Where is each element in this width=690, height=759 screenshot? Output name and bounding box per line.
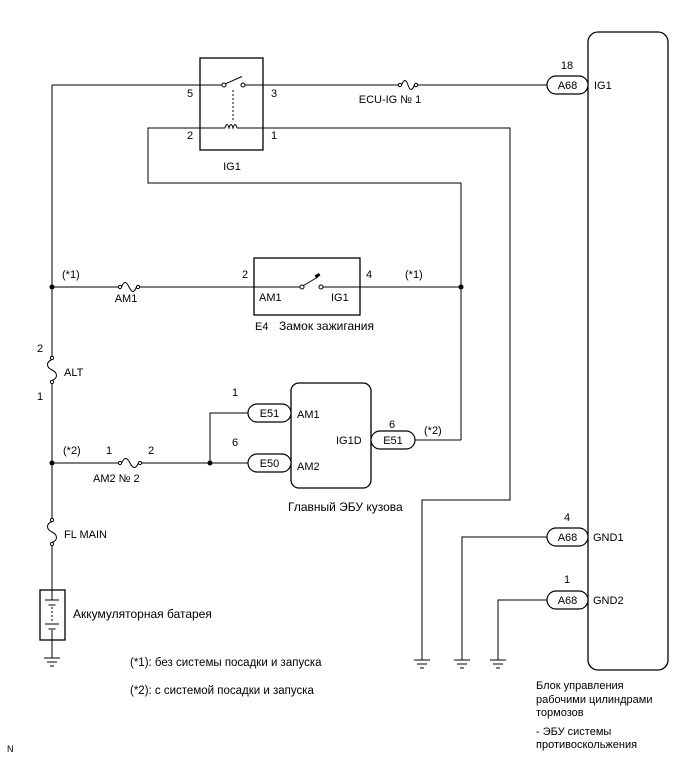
- ground-icon: [414, 659, 430, 669]
- brake-ecu-box: [587, 31, 669, 671]
- connector-e51-ig1d-code: E51: [383, 435, 403, 447]
- relay-ig1: [199, 57, 264, 151]
- connector-e51-ig1d: [370, 430, 416, 450]
- body-ecu-terminal-am2: AM2: [297, 461, 320, 473]
- fuse-alt-label: ALT: [64, 367, 84, 379]
- battery-icon: [39, 589, 66, 641]
- brake-ecu-terminal-gnd1: GND1: [593, 532, 624, 544]
- junction-dot: [458, 284, 464, 290]
- fuse-am2-icon: [117, 458, 143, 468]
- ground-icon: [454, 659, 470, 669]
- connector-a68-ig1: [546, 75, 589, 95]
- connector-a68-gnd1-code: A68: [558, 532, 578, 544]
- relay-pin-1: 1: [271, 130, 277, 142]
- ignition-switch: [253, 257, 361, 316]
- am1-note-marker-left: (*1): [62, 269, 80, 281]
- fuse-am1-icon: [117, 282, 141, 292]
- junction-dot: [207, 460, 213, 466]
- fuse-am2-label: AM2 № 2: [93, 473, 140, 485]
- am1-note-marker-right: (*1): [405, 269, 423, 281]
- junction-dot: [49, 284, 55, 290]
- ignition-switch-name: Замок зажигания: [279, 319, 374, 333]
- ignition-pin-right: 4: [366, 269, 372, 281]
- footnote-1: (*1): без системы посадки и запуска: [130, 657, 322, 669]
- connector-a68-ig1-pin: 18: [561, 60, 573, 72]
- body-ecu-name: Главный ЭБУ кузова: [288, 500, 403, 514]
- corner-mark: N: [7, 744, 14, 754]
- relay-pin-2: 2: [187, 130, 193, 142]
- am2-note-marker: (*2): [63, 445, 81, 457]
- connector-e50-am2: [247, 453, 292, 473]
- fuse-am1-label: AM1: [115, 293, 138, 305]
- fuse-am2-pin-right: 2: [148, 445, 154, 457]
- connector-a68-gnd1-pin: 4: [564, 512, 570, 524]
- brake-ecu-alt-name-line: - ЭБУ системы: [536, 726, 611, 738]
- connector-a68-gnd2-code: A68: [558, 595, 578, 607]
- fuse-ecu-ig-icon: [397, 80, 419, 90]
- wire-relay-pin2: [147, 127, 462, 440]
- connector-e51-ig1d-pin: 6: [389, 419, 395, 431]
- wire-am1-body-ecu: [209, 412, 248, 463]
- ground-icon: [44, 657, 60, 667]
- ignition-terminal-ig1: IG1: [331, 292, 349, 304]
- fuse-alt-icon: [47, 355, 57, 385]
- body-ecu-box: [290, 382, 372, 489]
- connector-e51-am1-code: E51: [260, 408, 280, 420]
- ground-icon: [490, 659, 506, 669]
- body-ecu-terminal-ig1d: IG1D: [336, 435, 362, 447]
- brake-ecu-terminal-gnd2: GND2: [593, 595, 624, 607]
- brake-ecu-name-line: рабочими цилиндрами: [536, 694, 653, 706]
- relay-pin-5: 5: [187, 88, 193, 100]
- fuse-fl-main-label: FL MAIN: [64, 529, 107, 541]
- fuse-ecu-ig-label: ECU-IG № 1: [359, 94, 422, 106]
- connector-e50-am2-code: E50: [260, 458, 280, 470]
- connector-a68-ig1-code: A68: [558, 80, 578, 92]
- connector-a68-gnd2: [546, 590, 589, 610]
- fuse-alt-pin-top: 2: [37, 343, 43, 355]
- battery-name: Аккумуляторная батарея: [73, 607, 212, 621]
- junction-dot: [49, 460, 55, 466]
- brake-ecu-name-line: тормозов: [536, 707, 584, 719]
- fuse-fl-main-icon: [47, 517, 57, 547]
- brake-ecu-name-line: Блок управления: [536, 680, 624, 692]
- footnote-2: (*2): с системой посадки и запуска: [130, 685, 315, 697]
- connector-e51-am1-pin: 1: [232, 387, 238, 399]
- fuse-am2-pin-left: 1: [106, 445, 112, 457]
- brake-ecu-alt-name-line: противоскольжения: [536, 739, 637, 751]
- relay-pin-3: 3: [271, 88, 277, 100]
- connector-e51-am1: [247, 403, 292, 423]
- fuse-alt-pin-bottom: 1: [37, 391, 43, 403]
- connector-e50-am2-pin: 6: [232, 437, 238, 449]
- relay-label: IG1: [223, 161, 241, 173]
- body-ecu-terminal-am1: AM1: [297, 409, 320, 421]
- wire-relay-pin1-ground: [263, 127, 511, 660]
- connector-a68-gnd2-pin: 1: [564, 574, 570, 586]
- connector-a68-gnd1: [546, 527, 589, 547]
- ignition-switch-code: E4: [255, 321, 268, 333]
- brake-ecu-terminal-ig1: IG1: [594, 80, 612, 92]
- wire-gnd1: [461, 536, 547, 660]
- ig1d-note-marker: (*2): [424, 425, 442, 437]
- ignition-terminal-am1: AM1: [259, 292, 282, 304]
- ignition-pin-left: 2: [242, 269, 248, 281]
- wire-gnd2: [497, 599, 547, 660]
